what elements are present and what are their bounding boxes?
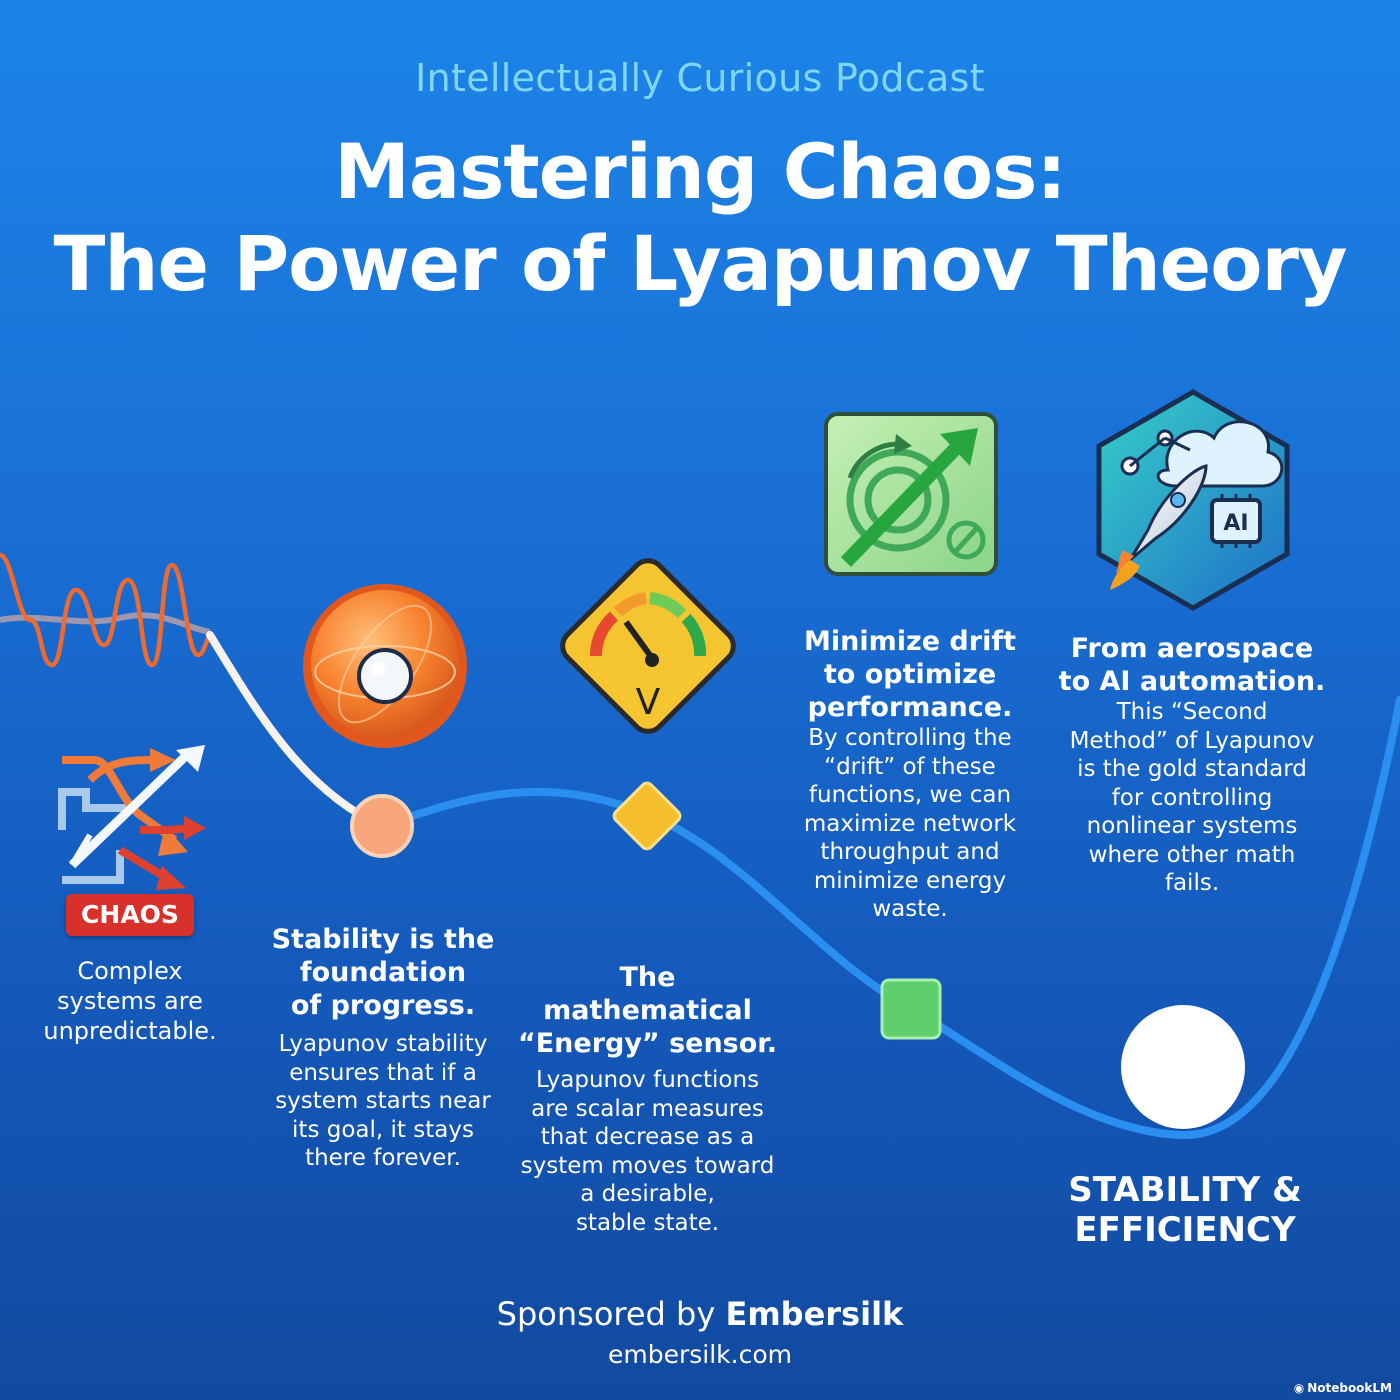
chaos-wave [0, 552, 212, 668]
aerospace-description: This “Second Method” of Lyapunov is the … [1069, 699, 1315, 896]
sponsor-prefix: Sponsored by [496, 1295, 726, 1333]
drift-block: Minimize drift to optimize performance. … [775, 625, 1045, 924]
podcast-name: Intellectually Curious Podcast [415, 56, 985, 100]
notebooklm-watermark: ◉NotebookLM [1293, 1381, 1392, 1395]
drift-heading: Minimize drift to optimize performance. [804, 626, 1016, 723]
stability-block: Stability is the foundation of progress.… [248, 923, 518, 1173]
page-title-line-2: The Power of Lyapunov Theory [53, 219, 1348, 308]
sponsor-name: Embersilk [725, 1295, 904, 1333]
notebooklm-logo-icon: ◉ [1293, 1381, 1305, 1395]
stability-orb-icon [303, 584, 467, 748]
energy-heading: The mathematical “Energy” sensor. [517, 962, 778, 1059]
chaos-arrows-icon [58, 745, 206, 890]
stable-equilibrium-ball [1121, 1005, 1245, 1129]
aerospace-block: From aerospace to AI automation. This “S… [1050, 632, 1334, 898]
energy-marker [612, 781, 682, 851]
performance-arrow-icon [824, 412, 998, 576]
energy-description: Lyapunov functions are scalar measures t… [520, 1067, 775, 1236]
energy-meter-icon [560, 558, 736, 734]
chaos-badge: CHAOS [66, 894, 194, 936]
drift-marker [880, 978, 942, 1040]
stability-marker [350, 794, 414, 858]
drift-description: By controlling the “drift” of these func… [803, 725, 1017, 922]
descent-curve [206, 631, 386, 830]
page-title-line-1: Mastering Chaos: [334, 127, 1067, 216]
chaos-wave-glow [0, 612, 211, 635]
energy-block: The mathematical “Energy” sensor. Lyapun… [505, 961, 790, 1237]
stability-description: Lyapunov stability ensures that if a sys… [275, 1031, 491, 1171]
chaos-description: Complex systems are unpredictable. [43, 957, 217, 1045]
rocket-ai-icon [1096, 389, 1290, 611]
stability-efficiency-label: STABILITY & EFFICIENCY [1068, 1170, 1302, 1250]
energy-meter-letter: V [636, 682, 661, 723]
sponsor-website: embersilk.com [608, 1340, 792, 1369]
sponsor-line: Sponsored by Embersilk [0, 1295, 1400, 1333]
stability-heading: Stability is the foundation of progress. [271, 924, 495, 1021]
ai-chip-label: AI [1223, 511, 1248, 536]
aerospace-heading: From aerospace to AI automation. [1058, 633, 1326, 697]
